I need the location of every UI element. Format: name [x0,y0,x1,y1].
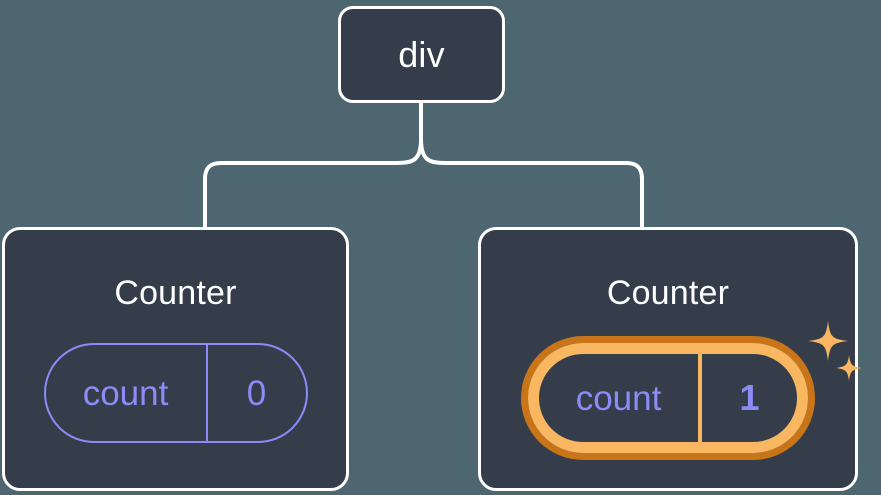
state-key-cell-left: count [46,345,206,441]
state-value-cell-left: 0 [205,345,306,441]
state-value-right: 1 [739,377,760,418]
state-pill-right[interactable]: count 1 [528,343,808,453]
node-div[interactable]: div [338,6,505,103]
state-key-cell-right: count [539,354,698,442]
state-value-left: 0 [246,373,267,413]
node-counter-left[interactable]: Counter count 0 [2,227,349,491]
state-key-right: count [575,378,662,418]
sparkle-icon [808,321,862,381]
node-div-label: div [398,33,445,75]
node-counter-left-title: Counter [114,274,237,312]
connector-branch-right [419,137,644,230]
node-counter-right[interactable]: Counter count 1 [478,227,862,491]
sparkle-small-icon [836,355,862,381]
state-pill-left-wrap: count 0 [43,343,308,443]
state-pill-right-wrap: count 1 [528,321,862,453]
sparkle-large-icon [808,321,848,361]
node-counter-right-title: Counter [606,274,730,312]
state-key-left: count [82,373,169,413]
state-value-cell-right: 1 [698,354,797,442]
state-pill-left[interactable]: count 0 [43,343,308,443]
connector-branch-left [203,137,423,230]
